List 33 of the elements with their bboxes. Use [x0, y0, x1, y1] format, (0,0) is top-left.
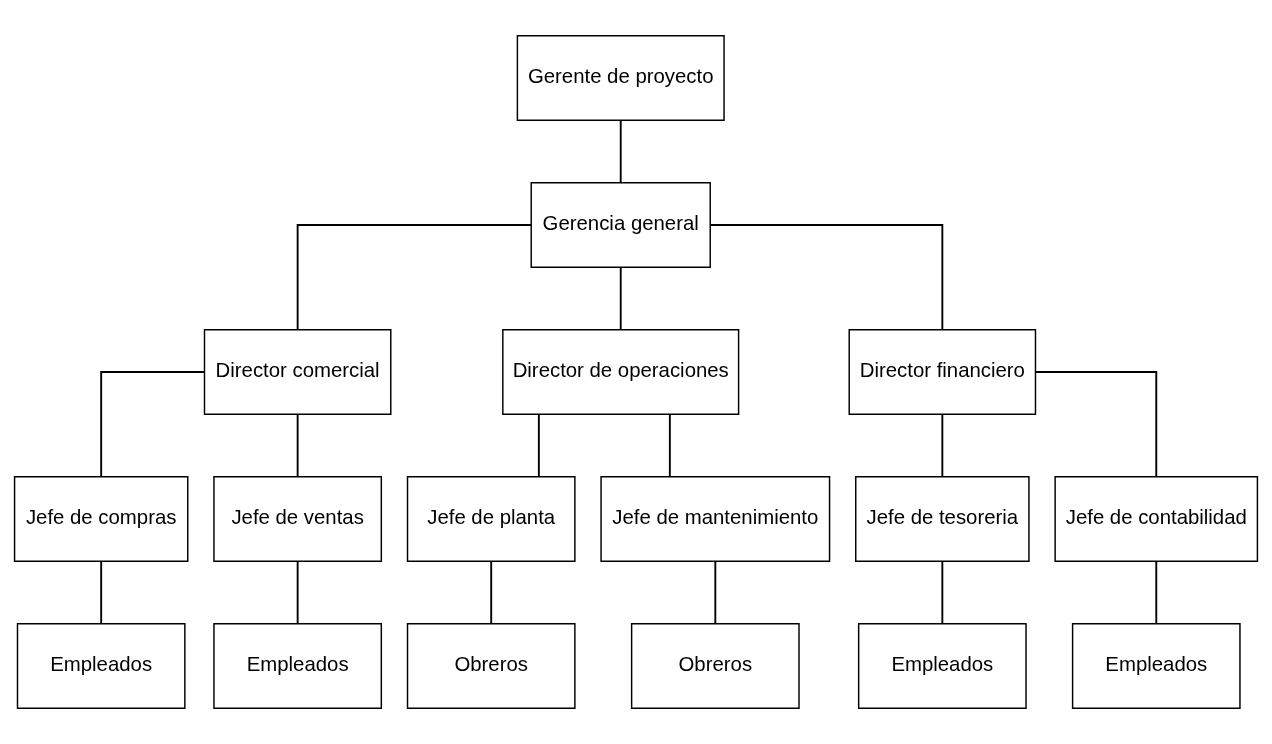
node-box: Director comercial: [203, 329, 392, 415]
node-box: Jefe de contabilidad: [1054, 476, 1259, 562]
connector: [709, 224, 944, 331]
connector: [1034, 371, 1158, 478]
node-box: Jefe de compras: [13, 476, 189, 562]
connector: [619, 266, 622, 331]
node-box: Obreros: [406, 623, 576, 709]
connector: [537, 413, 540, 478]
node-box: Gerente de proyecto: [516, 35, 725, 121]
connector: [490, 560, 493, 625]
connector: [296, 560, 299, 625]
node-box: Empleados: [213, 623, 383, 709]
node-box: Empleados: [857, 623, 1027, 709]
node-box: Jefe de ventas: [213, 476, 383, 562]
node-box: Jefe de tesoreria: [855, 476, 1030, 562]
connector: [296, 224, 533, 331]
connector: [1155, 560, 1158, 625]
connector: [941, 560, 944, 625]
connector: [714, 560, 717, 625]
node-box: Empleados: [16, 623, 186, 709]
node-box: Obreros: [630, 623, 800, 709]
connector: [668, 413, 671, 478]
connector: [296, 413, 299, 478]
connector: [100, 560, 103, 625]
connector: [941, 413, 944, 478]
connector: [100, 371, 205, 478]
node-box: Jefe de planta: [406, 476, 576, 562]
connector: [619, 119, 622, 184]
node-box: Gerencia general: [530, 182, 711, 268]
node-box: Director de operaciones: [502, 329, 740, 415]
node-box: Director financiero: [848, 329, 1037, 415]
node-box: Jefe de mantenimiento: [600, 476, 831, 562]
node-box: Empleados: [1071, 623, 1241, 709]
